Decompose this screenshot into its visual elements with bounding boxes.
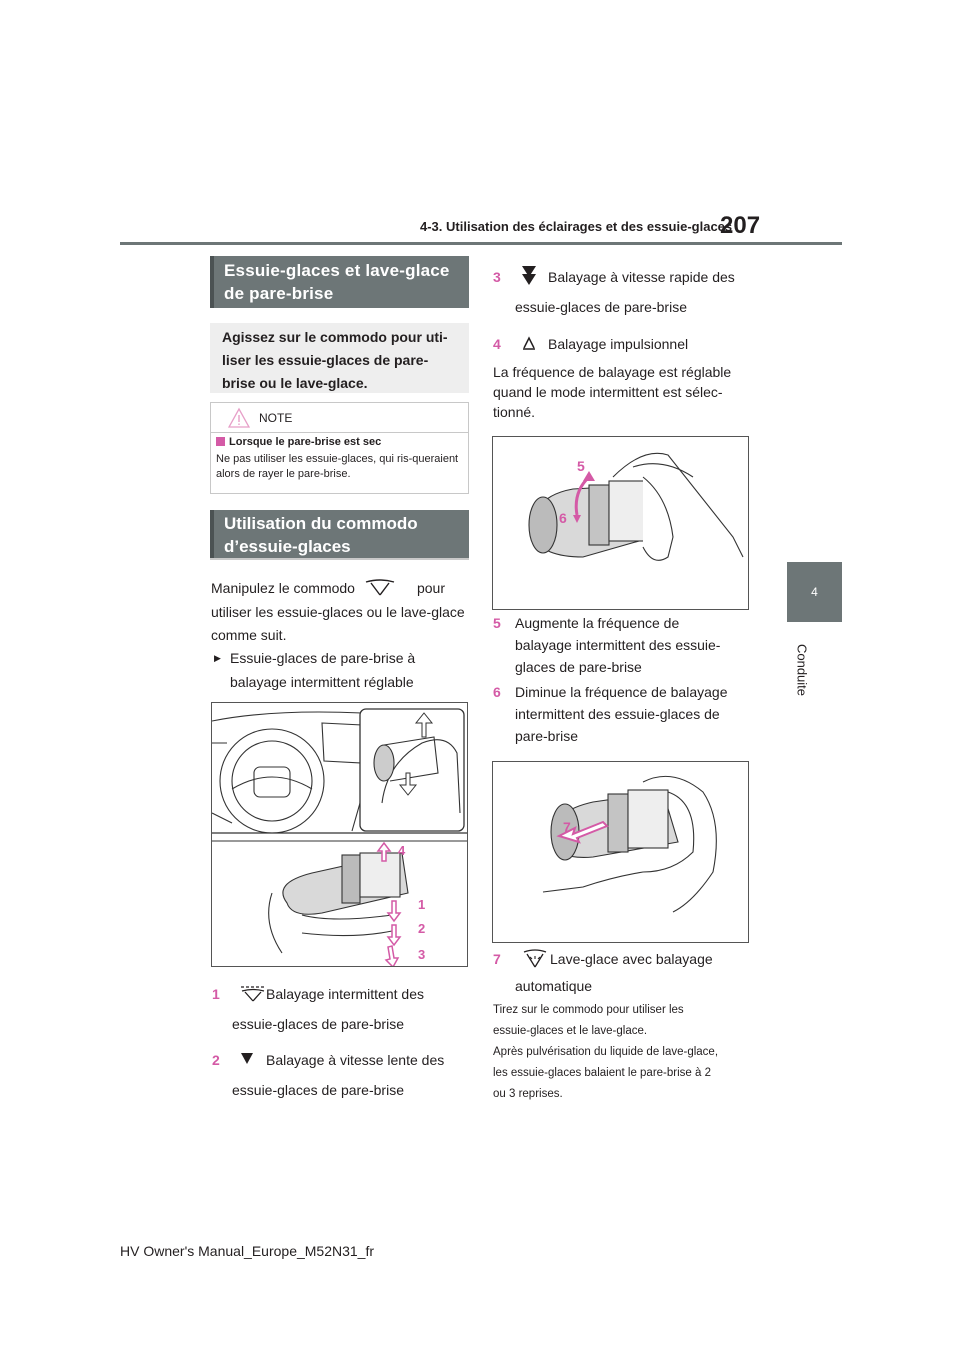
- frequency-ring-illustration: 5 6: [528, 452, 744, 561]
- chapter-number: 4: [811, 585, 818, 599]
- item-text-line3: glaces de pare-brise: [515, 659, 642, 675]
- item-text: Balayage à vitesse lente des: [266, 1052, 445, 1068]
- item-2: 2 Balayage à vitesse lente des essuie-gl…: [212, 1049, 468, 1099]
- figure2-label-5: 5: [577, 458, 585, 474]
- item-number: 3: [493, 269, 501, 285]
- heading-underline: [210, 558, 469, 560]
- item-4: 4 Balayage impulsionnel: [493, 333, 749, 357]
- frequency-paragraph: La fréquence de balayage est réglable qu…: [493, 364, 732, 420]
- item-text-line2: essuie-glaces de pare-brise: [515, 299, 687, 315]
- item-text-line2: intermittent des essuie-glaces de: [515, 706, 720, 722]
- note-text: Ne pas utiliser les essuie-glaces, qui r…: [216, 453, 459, 480]
- figure-frequency-ring: 5 6: [492, 436, 749, 610]
- item-text-line2: automatique: [515, 978, 593, 994]
- figure1-label-2: 2: [418, 921, 425, 936]
- note-line: les essuie-glaces balaient le pare-brise…: [493, 1067, 711, 1079]
- square-bullet-icon: [216, 437, 225, 446]
- item-text-line3: pare-brise: [515, 728, 579, 744]
- note-label: NOTE: [259, 411, 293, 425]
- note-box: NOTE Lorsque le pare-brise est sec Ne pa…: [210, 402, 469, 494]
- item-text-line2: balayage intermittent des essuie-: [515, 637, 721, 653]
- note-line: essuie-glaces et le lave-glace.: [493, 1025, 648, 1037]
- note-header: NOTE: [211, 403, 468, 433]
- chapter-tab: 4: [787, 562, 842, 622]
- header-rule: [120, 242, 842, 245]
- item-text: Balayage impulsionnel: [548, 336, 689, 352]
- page-number: 207: [720, 212, 761, 239]
- wiper-mist-icon: [523, 336, 535, 350]
- note-subheading: Lorsque le pare-brise est sec: [216, 436, 381, 448]
- warning-icon: [228, 407, 250, 428]
- item-number: 6: [493, 684, 501, 700]
- item-6: 6 Diminue la fréquence de balayage inter…: [493, 681, 749, 747]
- figure2-label-6: 6: [559, 510, 567, 526]
- section-heading-lever: Utilisation du commodo d’essuie-glaces: [210, 510, 469, 560]
- wiper-lever-icon: [365, 579, 395, 596]
- item-text: Diminue la fréquence de balayage: [515, 684, 728, 700]
- item-text-line2: essuie-glaces de pare-brise: [232, 1016, 404, 1032]
- figure-washer-pull: 7: [492, 761, 749, 943]
- footer-manual-id: HV Owner's Manual_Europe_M52N31_fr: [120, 1243, 375, 1259]
- figure1-label-3: 3: [418, 947, 425, 962]
- figure1-label-1: 1: [418, 897, 425, 912]
- item-text-line2: essuie-glaces de pare-brise: [232, 1082, 404, 1098]
- item-5: 5 Augmente la fréquence de balayage inte…: [493, 612, 749, 678]
- section-heading-wipers: Essuie-glaces et lave-glace de pare-bris…: [210, 256, 469, 308]
- section-title: 4-3. Utilisation des éclairages et des e…: [420, 219, 733, 234]
- item-text: Augmente la fréquence de: [515, 615, 680, 631]
- item-number: 4: [493, 336, 501, 352]
- item-number: 2: [212, 1052, 220, 1068]
- item-7: 7 Lave-glace avec balayage automatique: [493, 948, 749, 998]
- washer-note: Tirez sur le commodo pour utiliser les e…: [493, 1000, 753, 1105]
- intro-box: Agissez sur le commodo pour uti-liser le…: [210, 323, 469, 393]
- figure-wiper-lever-overview: 4 1 2 3: [211, 702, 468, 967]
- bullet-intermittent: Essuie-glaces de pare-brise à balayage i…: [214, 647, 464, 694]
- item-text: Balayage intermittent des: [266, 986, 424, 1002]
- wiper-lever-illustration: 4 1 2 3: [212, 708, 467, 966]
- item-number: 7: [493, 951, 501, 967]
- figure3-label-7: 7: [563, 819, 571, 835]
- wiper-int-icon: [241, 986, 265, 1002]
- washer-icon: [523, 949, 547, 968]
- note-line: Tirez sur le commodo pour utiliser les: [493, 1004, 684, 1016]
- figure1-label-4: 4: [398, 843, 406, 858]
- item-text: Lave-glace avec balayage: [550, 951, 713, 967]
- item-text: Balayage à vitesse rapide des: [548, 269, 735, 285]
- item-number: 5: [493, 615, 501, 631]
- wiper-high-icon: [522, 266, 536, 285]
- washer-pull-illustration: 7: [542, 775, 717, 913]
- chapter-label: Conduite: [794, 643, 810, 697]
- wiper-low-icon: [241, 1053, 253, 1064]
- item-1: 1 Balayage intermittent des essuie-glace…: [212, 983, 468, 1033]
- item-number: 1: [212, 986, 220, 1002]
- note-line: ou 3 reprises.: [493, 1088, 563, 1100]
- item-3: 3 Balayage à vitesse rapide des essuie-g…: [493, 266, 749, 318]
- note-line: Après pulvérisation du liquide de lave-g…: [493, 1046, 719, 1058]
